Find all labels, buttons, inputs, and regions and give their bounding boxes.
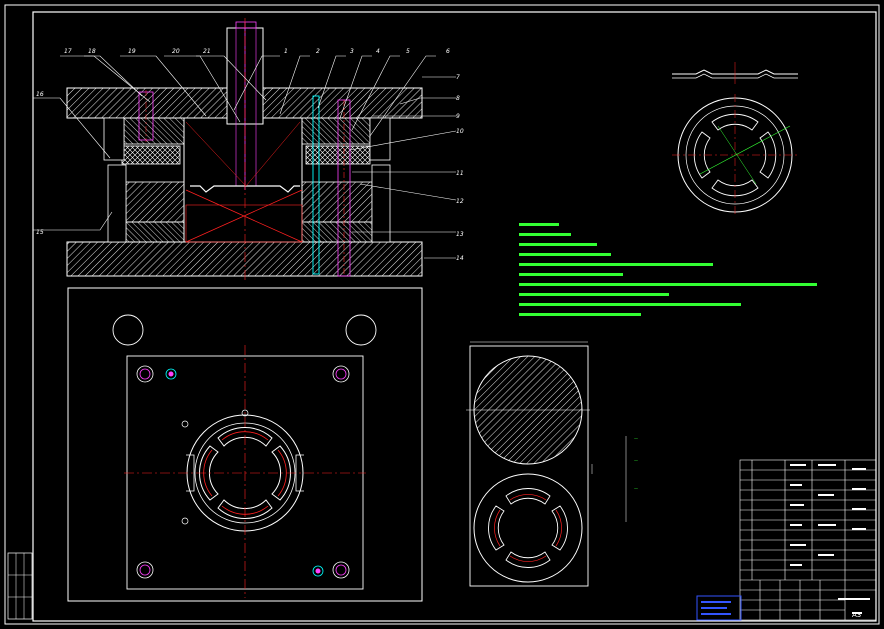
- note-line: [519, 223, 559, 226]
- svg-text:1: 1: [284, 48, 288, 55]
- section-view: [66, 18, 423, 282]
- part-number-labels: 17 18 19 20 21 1 2 3 4 5 6 7 8 9 10 11 1…: [36, 48, 464, 262]
- svg-text:14: 14: [456, 255, 464, 262]
- svg-text:11: 11: [456, 170, 464, 177]
- note-line: [519, 273, 623, 276]
- part-drawing: [672, 62, 798, 216]
- sheet-outer-border: [4, 4, 880, 625]
- svg-text:10: 10: [456, 128, 464, 135]
- svg-text:—: —: [634, 458, 638, 463]
- technical-notes: [519, 223, 819, 323]
- svg-text:4: 4: [376, 48, 380, 55]
- dowel-pin-icon: [165, 368, 324, 577]
- note-line: [519, 303, 741, 306]
- sheet-inner-border: [32, 11, 877, 622]
- note-line: [519, 253, 611, 256]
- note-line: [519, 293, 669, 296]
- svg-text:2: 2: [316, 48, 320, 55]
- svg-text:6: 6: [446, 48, 450, 55]
- svg-text:7: 7: [456, 74, 460, 81]
- svg-text:—: —: [634, 486, 638, 491]
- blank-layout-view: — — —: [466, 341, 638, 587]
- svg-text:21: 21: [203, 48, 211, 55]
- bolt-icon: [136, 365, 350, 579]
- note-line: [519, 263, 713, 266]
- plan-view: [67, 287, 423, 602]
- note-line: [519, 313, 641, 316]
- svg-text:9: 9: [456, 113, 460, 120]
- svg-text:15: 15: [36, 229, 44, 236]
- sheet-size-label: A3: [852, 611, 862, 619]
- left-margin-table: [7, 552, 33, 620]
- note-line: [519, 283, 817, 286]
- svg-text:18: 18: [88, 48, 96, 55]
- svg-text:20: 20: [172, 48, 180, 55]
- title-block-fill: [790, 464, 870, 614]
- part-leaders: [33, 55, 457, 259]
- note-line: [519, 243, 597, 246]
- svg-text:—: —: [634, 436, 638, 441]
- title-block: [739, 459, 877, 621]
- note-line: [519, 233, 571, 236]
- svg-text:8: 8: [456, 95, 460, 102]
- svg-text:19: 19: [128, 48, 136, 55]
- svg-text:5: 5: [406, 48, 410, 55]
- approval-stamp: [696, 595, 742, 621]
- svg-text:12: 12: [456, 198, 464, 205]
- svg-text:17: 17: [64, 48, 72, 55]
- svg-text:16: 16: [36, 91, 44, 98]
- svg-text:13: 13: [456, 231, 464, 238]
- svg-text:3: 3: [350, 48, 354, 55]
